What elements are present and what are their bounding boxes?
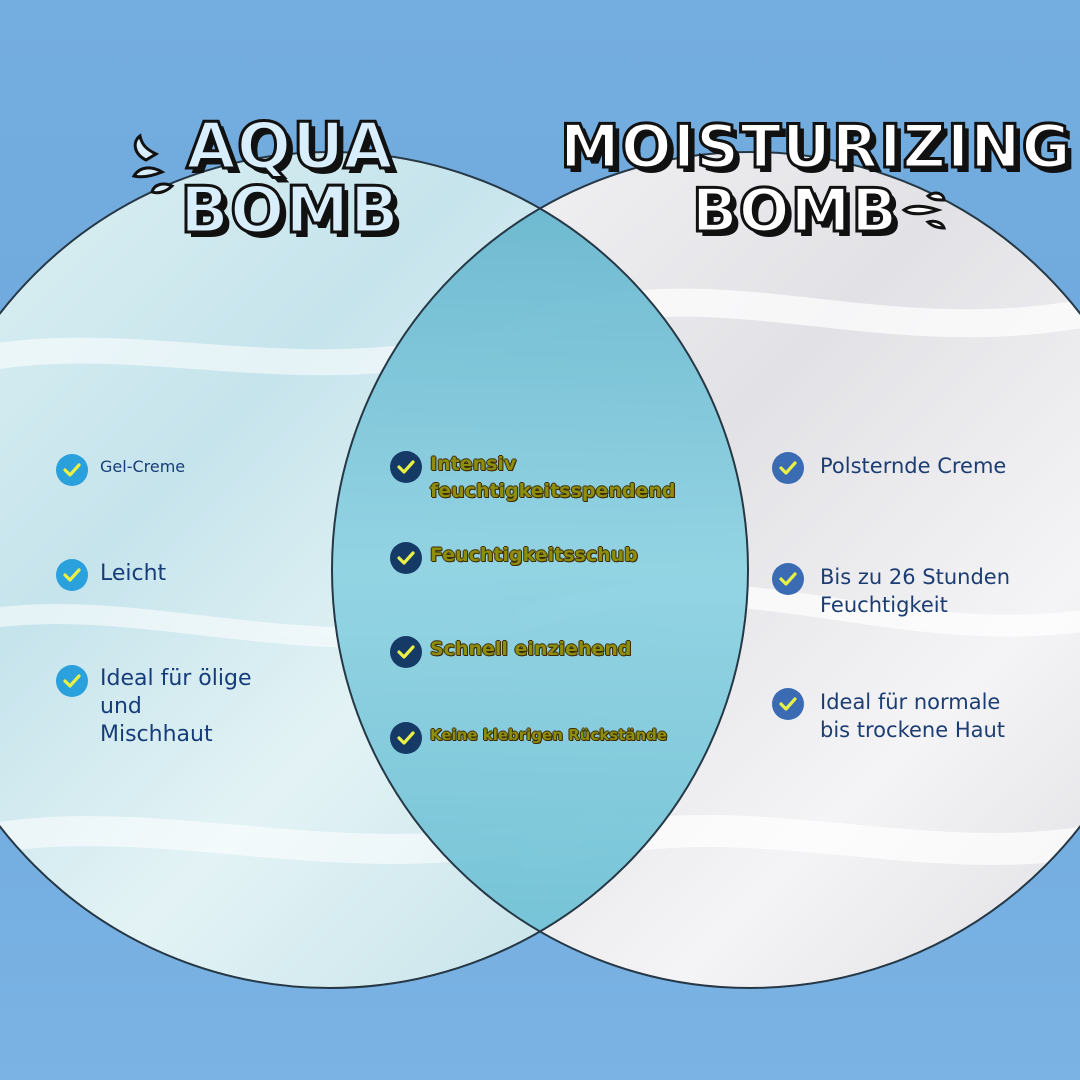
- right-circle-outline: [331, 151, 1080, 989]
- feature-polsternde-creme: Polsternde Creme: [772, 452, 1006, 484]
- feature-text: Schnell einziehend: [430, 638, 632, 660]
- checkmark-icon: [390, 451, 422, 483]
- feature-text: Keine klebrigen Rückstände: [430, 726, 668, 744]
- moisturizing-bomb-title: MOISTURIZING BOMB: [559, 112, 1073, 246]
- checkmark-icon: [772, 452, 804, 484]
- checkmark-icon: [390, 542, 422, 574]
- checkmark-icon: [772, 688, 804, 720]
- aqua-bomb-title-line-2: BOMB: [179, 174, 401, 248]
- feature-text: Feuchtigkeitsschub: [430, 544, 638, 566]
- overlap-region: [332, 152, 748, 988]
- aqua-bomb-title: AQUA BOMB: [179, 110, 401, 248]
- aqua-bomb-title-line-1: AQUA: [185, 110, 394, 184]
- feature-26-stunden: Bis zu 26 Stunden Feuchtigkeit: [772, 563, 1010, 619]
- checkmark-icon: [772, 563, 804, 595]
- moisturizing-bomb-title-line-2: BOMB: [690, 176, 899, 246]
- feature-text: Bis zu 26 Stunden Feuchtigkeit: [820, 565, 1011, 617]
- feature-schnell-einziehend: Schnell einziehend: [390, 636, 631, 668]
- feature-feuchtigkeitsschub: Feuchtigkeitsschub: [390, 542, 638, 574]
- feature-text: Leicht: [100, 561, 167, 586]
- left-circle-outline: [0, 151, 749, 989]
- feature-text: Intensiv feuchtigkeitsspendend: [430, 453, 676, 502]
- checkmark-icon: [390, 722, 422, 754]
- feature-keine-rueckstaende: Keine klebrigen Rückstände: [390, 722, 667, 754]
- water-splash-icon: [131, 133, 175, 195]
- feature-ideal-oily-skin: Ideal für ölige und Mischhaut: [56, 665, 252, 749]
- checkmark-icon: [390, 636, 422, 668]
- feature-text: Polsternde Creme: [820, 454, 1007, 478]
- feature-gel-creme: Gel-Creme: [56, 454, 185, 486]
- water-splash-icon: [901, 191, 947, 230]
- feature-text: Gel-Creme: [100, 457, 186, 476]
- feature-text: Ideal für normale bis trockene Haut: [820, 690, 1006, 742]
- checkmark-icon: [56, 454, 88, 486]
- feature-text: Ideal für ölige und Mischhaut: [100, 666, 252, 747]
- feature-intensiv: Intensiv feuchtigkeitsspendend: [390, 451, 676, 505]
- feature-ideal-dry-skin: Ideal für normale bis trockene Haut: [772, 688, 1005, 744]
- feature-leicht: Leicht: [56, 559, 166, 591]
- moisturizing-bomb-title-line-1: MOISTURIZING: [559, 112, 1073, 182]
- checkmark-icon: [56, 665, 88, 697]
- checkmark-icon: [56, 559, 88, 591]
